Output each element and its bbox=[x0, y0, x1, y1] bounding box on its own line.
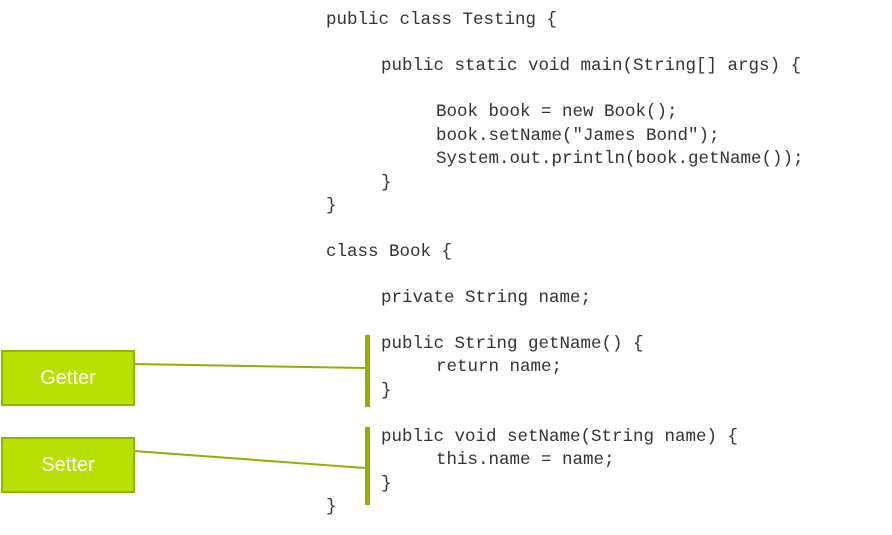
code-line-new-book: Book book = new Book(); bbox=[436, 102, 678, 122]
code-line-main-close: } bbox=[381, 173, 392, 193]
setter-callout: Setter bbox=[1, 437, 135, 493]
code-line-class-testing: public class Testing { bbox=[326, 10, 558, 30]
getter-connector-line bbox=[133, 363, 366, 369]
code-line-testing-close: } bbox=[326, 196, 337, 216]
code-line-setter-close: } bbox=[381, 474, 392, 494]
code-line-setter-signature: public void setName(String name) { bbox=[381, 427, 739, 447]
code-line-getter-close: } bbox=[381, 381, 392, 401]
code-line-getter-signature: public String getName() { bbox=[381, 334, 644, 354]
code-line-main-signature: public static void main(String[] args) { bbox=[381, 56, 802, 76]
code-line-set-name-call: book.setName("James Bond"); bbox=[436, 126, 720, 146]
getter-callout: Getter bbox=[1, 350, 135, 406]
setter-bracket bbox=[365, 427, 370, 505]
code-line-class-book: class Book { bbox=[326, 242, 453, 262]
setter-connector-line bbox=[133, 450, 366, 469]
code-line-setter-assign: this.name = name; bbox=[436, 450, 615, 470]
code-line-getter-return: return name; bbox=[436, 357, 563, 377]
code-line-book-close: } bbox=[326, 497, 337, 517]
code-line-println: System.out.println(book.getName()); bbox=[436, 149, 804, 169]
code-line-private-field: private String name; bbox=[381, 288, 592, 308]
getter-bracket bbox=[365, 335, 370, 407]
